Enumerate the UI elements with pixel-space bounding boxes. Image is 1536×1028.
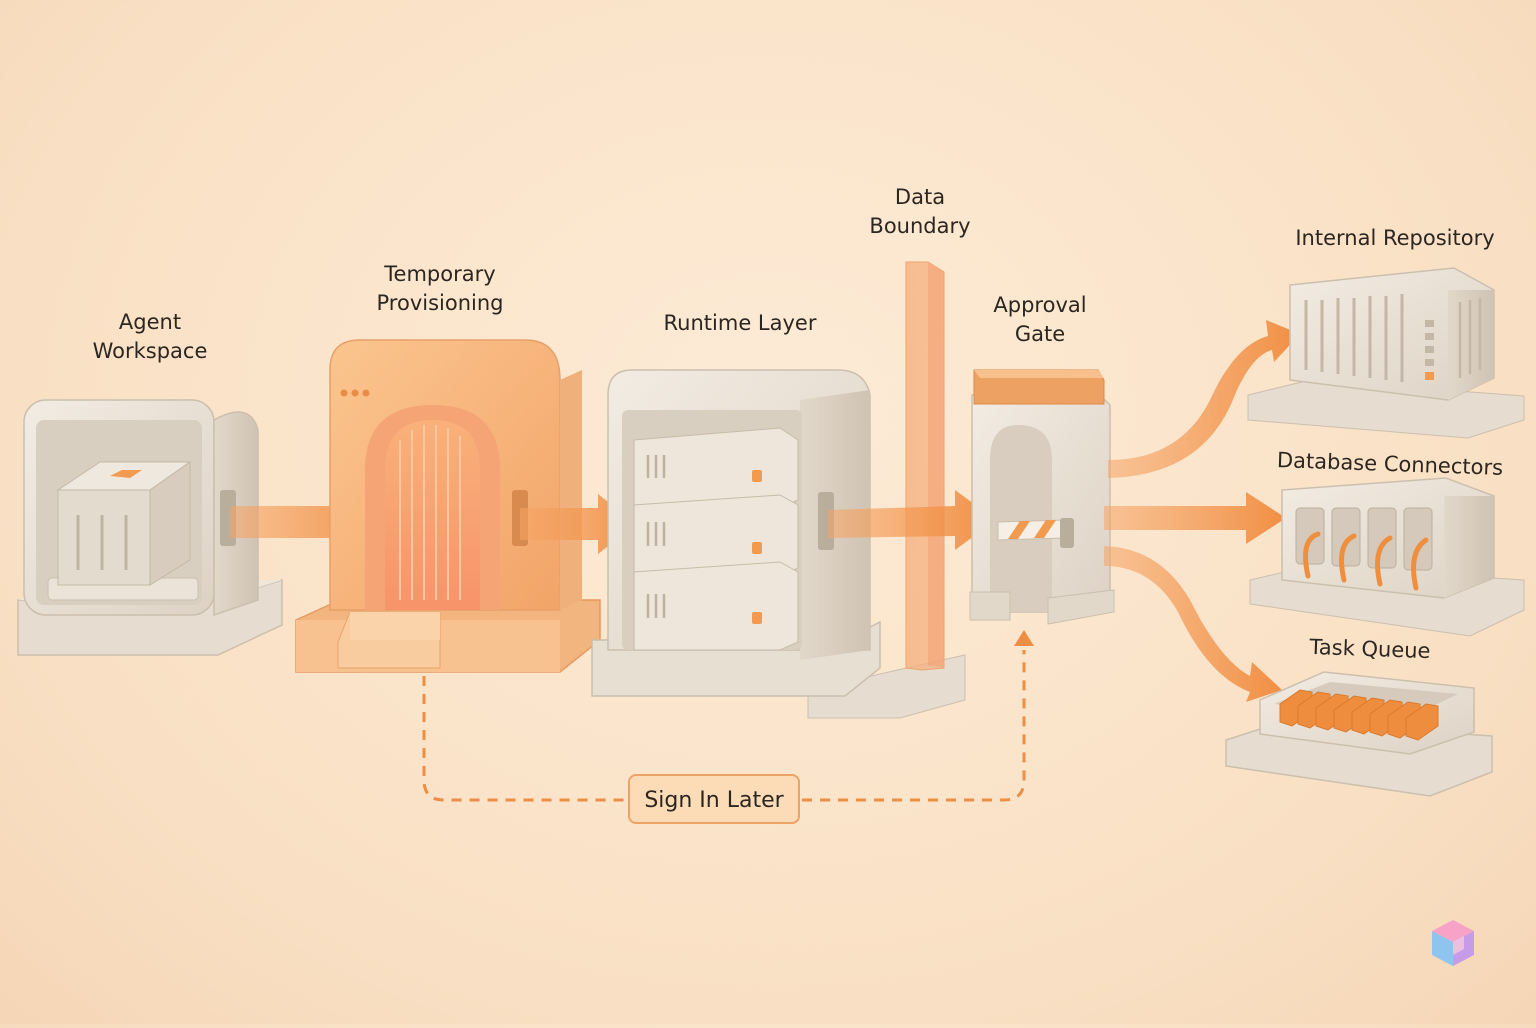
temporary-provisioning-label-line1: Temporary (384, 262, 496, 286)
runtime-layer-label: Runtime Layer (663, 311, 817, 335)
agent-workspace-module (17, 399, 283, 656)
database-connectors-module (1249, 477, 1525, 637)
approval-gate-module (969, 369, 1115, 625)
agent-workspace-label-line1: Agent (118, 310, 182, 334)
runtime-server-3 (633, 561, 799, 651)
data-boundary-label: Data Boundary (840, 183, 1000, 241)
data-boundary-label-line1: Data (894, 185, 946, 209)
sign-in-later-button[interactable]: Sign In Later (628, 774, 800, 824)
temporary-provisioning-label-line2: Provisioning (376, 291, 504, 315)
data-boundary-label-line2: Boundary (869, 214, 971, 238)
gate-barrier (997, 518, 1074, 548)
flow-arrow-gate-to-connectors (1104, 492, 1286, 544)
agent-workspace-label: Agent Workspace (60, 308, 240, 366)
cube-logo-icon (1432, 920, 1474, 966)
internal-repository-module (1247, 267, 1525, 439)
approval-gate-label: Approval Gate (960, 291, 1120, 349)
flow-arrow-provisioning-to-runtime (520, 494, 636, 554)
connector-ports (1295, 507, 1433, 591)
queue-items (1279, 689, 1439, 741)
temporary-provisioning-module (295, 339, 601, 673)
approval-gate-label-line1: Approval (993, 293, 1087, 317)
agent-workspace-label-line2: Workspace (92, 339, 208, 363)
flow-arrow-gate-to-repository (1108, 320, 1300, 478)
task-queue-module (1225, 671, 1493, 797)
internal-repository-label: Internal Repository (1295, 226, 1495, 250)
task-queue-label: Task Queue (1309, 634, 1431, 664)
flow-arrow-gate-to-queue (1104, 546, 1282, 702)
approval-gate-label-line2: Gate (1014, 322, 1066, 346)
data-boundary-wall (905, 261, 945, 671)
temporary-provisioning-label: Temporary Provisioning (340, 260, 540, 318)
sign-in-later-path (422, 630, 1034, 802)
flow-arrow-runtime-to-gate (828, 490, 996, 550)
